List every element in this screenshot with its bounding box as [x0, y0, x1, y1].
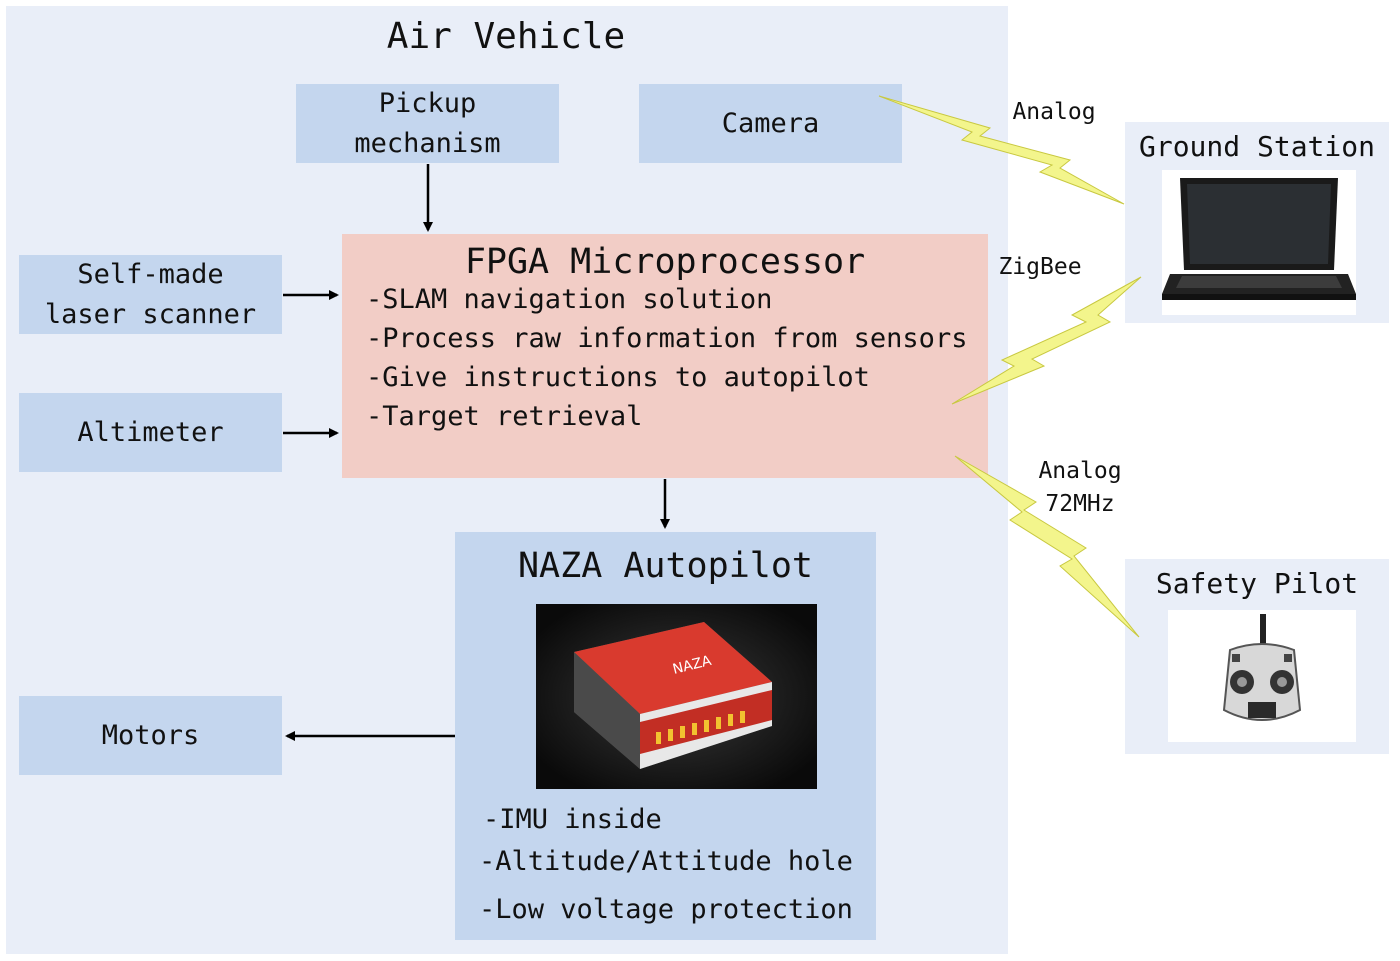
fpga-item: -Process raw information from sensors: [366, 323, 968, 354]
naza-item: -Altitude/Attitude hole: [479, 846, 853, 877]
motors-box: Motors: [19, 696, 282, 775]
air-vehicle-title: Air Vehicle: [386, 16, 626, 57]
motors-label: Motors: [101, 719, 200, 751]
pickup-mechanism-box: Pickup mechanism: [296, 84, 559, 163]
camera-link-label: Analog: [1012, 99, 1096, 125]
pickup-line1: Pickup: [378, 87, 477, 119]
lightning-bolt-rc: [954, 455, 1140, 638]
rc-link-label-line1: Analog: [1038, 458, 1122, 484]
scanner-line1: Self-made: [77, 258, 224, 290]
fpga-title: FPGA Microprocessor: [464, 242, 866, 282]
safety-pilot-title: Safety Pilot: [1155, 567, 1359, 600]
zigbee-link-label: ZigBee: [998, 254, 1082, 280]
fpga-item: -Give instructions to autopilot: [366, 362, 870, 393]
pickup-line2: mechanism: [354, 127, 501, 159]
camera-label: Camera: [721, 107, 820, 139]
camera-box: Camera: [639, 84, 902, 163]
rc-link-label-line2: 72MHz: [1045, 491, 1115, 517]
lightning-bolt-zigbee: [951, 276, 1142, 405]
fpga-item: -Target retrieval: [366, 401, 643, 432]
fpga-item: -SLAM navigation solution: [366, 284, 773, 315]
naza-item: -IMU inside: [483, 804, 662, 835]
laptop-icon: [1162, 170, 1356, 315]
naza-item: -Low voltage protection: [479, 894, 853, 925]
altimeter-label: Altimeter: [77, 416, 224, 448]
scanner-line2: laser scanner: [44, 298, 257, 330]
altimeter-box: Altimeter: [19, 393, 282, 472]
ground-station-title: Ground Station: [1138, 130, 1375, 163]
autopilot-module-icon: NAZA: [536, 604, 817, 789]
rc-transmitter-icon: [1168, 610, 1356, 742]
fpga-box: FPGA Microprocessor -SLAM navigation sol…: [342, 234, 988, 478]
laser-scanner-box: Self-made laser scanner: [19, 255, 282, 334]
lightning-bolt-camera: [878, 95, 1125, 205]
naza-autopilot-box: NAZA Autopilot NAZA -IMU insid: [455, 532, 876, 940]
naza-title: NAZA Autopilot: [517, 546, 813, 586]
